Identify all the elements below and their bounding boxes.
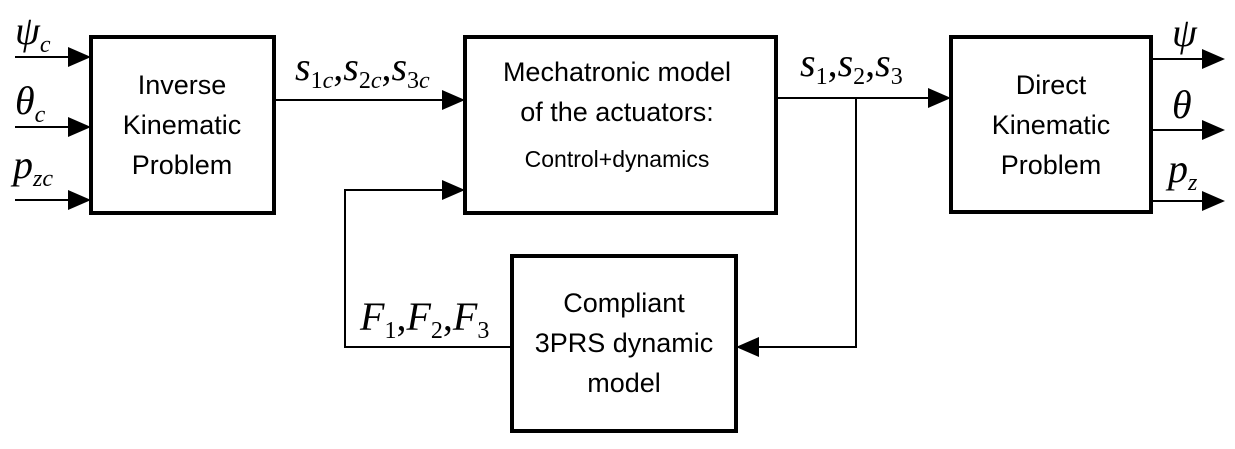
arrowhead-icon — [928, 88, 951, 108]
arrowhead-icon — [736, 337, 759, 357]
compliant-block-line-2: 3PRS dynamic — [535, 328, 714, 358]
input-pz-label: pzc — [10, 142, 53, 192]
arrowhead-icon — [1202, 120, 1225, 140]
inverse-block-line-1: Inverse — [138, 70, 227, 100]
output-arrows — [1151, 49, 1225, 211]
arrowhead-icon — [68, 47, 91, 67]
arrowhead-icon — [442, 90, 465, 110]
input-psi-label: ψc — [15, 8, 51, 58]
feedback-branch-arrow — [736, 98, 857, 357]
inverse-block-line-2: Kinematic — [123, 110, 242, 140]
output-psi-label: ψ — [1172, 10, 1198, 55]
arrowhead-icon — [442, 180, 465, 200]
mechatronic-model-block: Mechatronic model of the actuators: Cont… — [463, 35, 778, 215]
arrowhead-icon — [1202, 49, 1225, 69]
commanded-positions-label: s1c,s2c,s3c — [295, 44, 430, 94]
commanded-positions-arrow — [274, 90, 465, 110]
output-pz-label: pz — [1165, 146, 1198, 196]
compliant-block-line-1: Compliant — [563, 288, 685, 318]
mechatronic-block-subline: Control+dynamics — [525, 146, 710, 172]
direct-kinematic-block: Direct Kinematic Problem — [949, 35, 1153, 214]
direct-block-line-2: Kinematic — [992, 110, 1111, 140]
arrowhead-icon — [68, 190, 91, 210]
compliant-model-block: Compliant 3PRS dynamic model — [510, 254, 738, 433]
arrowhead-icon — [68, 117, 91, 137]
mechatronic-block-line-1: Mechatronic model — [503, 57, 731, 87]
input-arrows — [15, 47, 91, 210]
forces-label: F1,F2,F3 — [359, 294, 489, 344]
inverse-block-line-3: Problem — [132, 150, 233, 180]
actual-positions-arrow — [776, 88, 951, 108]
compliant-block-line-3: model — [587, 368, 661, 398]
input-theta-label: θc — [15, 78, 46, 128]
arrowhead-icon — [1202, 191, 1225, 211]
mechatronic-block-line-2: of the actuators: — [520, 97, 714, 127]
forces-feedback-arrow — [344, 180, 512, 348]
inverse-kinematic-block: Inverse Kinematic Problem — [89, 35, 276, 215]
direct-block-line-3: Problem — [1001, 150, 1102, 180]
output-theta-label: θ — [1172, 82, 1192, 127]
direct-block-line-1: Direct — [1016, 70, 1087, 100]
actual-positions-label: s1,s2,s3 — [800, 40, 903, 90]
